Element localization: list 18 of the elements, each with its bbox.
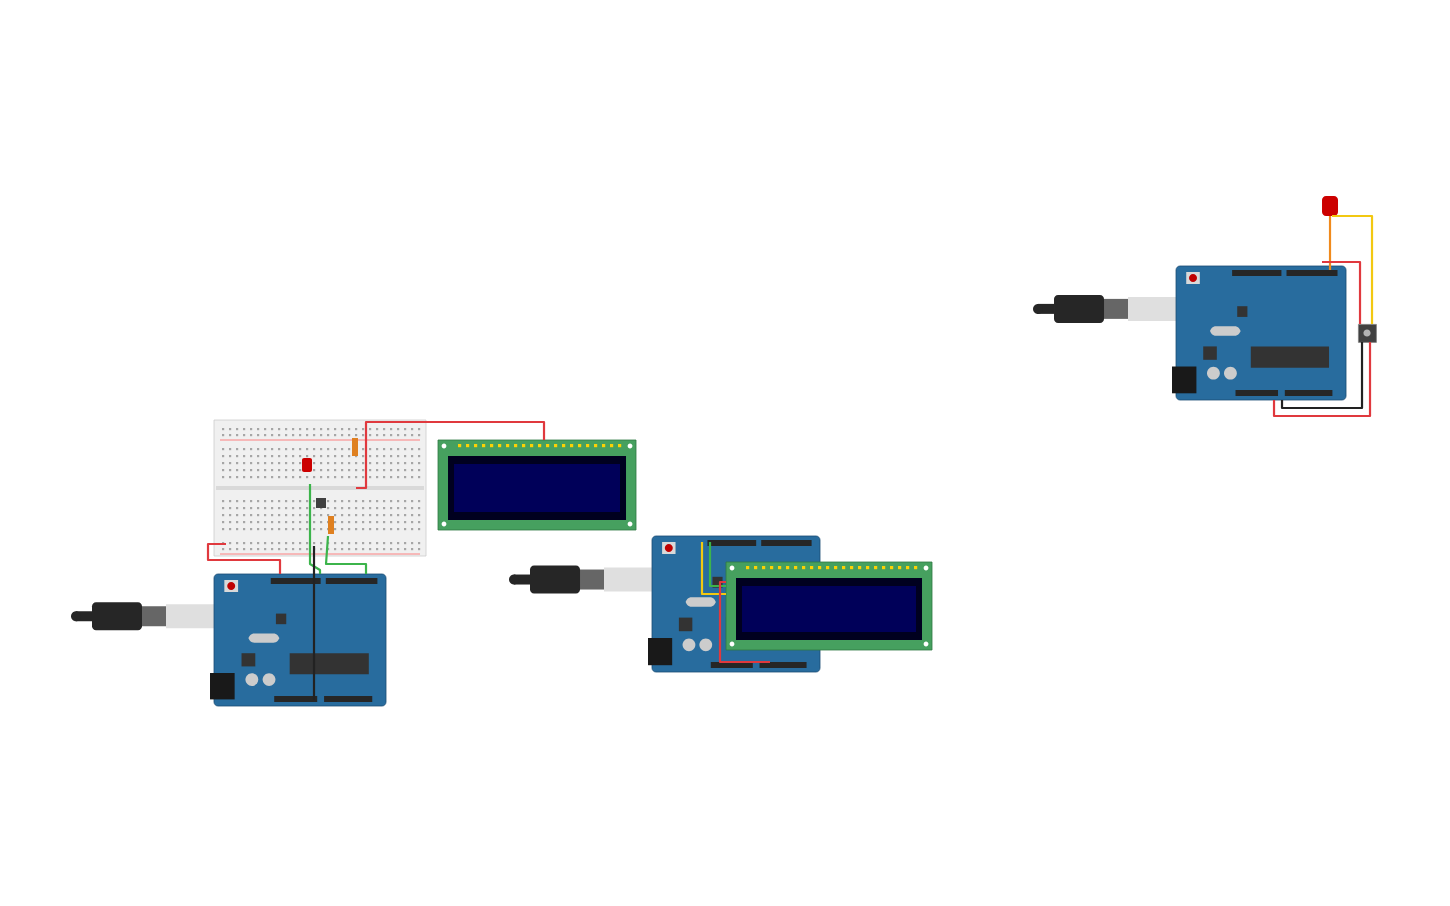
wire bbox=[308, 484, 322, 574]
wire bbox=[1328, 216, 1332, 270]
lcd-display-drawing bbox=[725, 561, 933, 651]
breadboard-drawing bbox=[213, 419, 427, 557]
wire bbox=[1322, 260, 1362, 324]
wire bbox=[356, 420, 546, 490]
led-drawing bbox=[1322, 196, 1338, 216]
microcontroller-board-drawing bbox=[210, 573, 387, 707]
wire bbox=[718, 580, 770, 664]
push-button-drawing bbox=[1358, 324, 1377, 343]
wire bbox=[324, 535, 368, 574]
wire bbox=[206, 542, 282, 574]
wire bbox=[708, 542, 726, 588]
wire bbox=[1332, 214, 1374, 324]
wire bbox=[312, 546, 316, 700]
lcd-display-drawing bbox=[437, 439, 637, 531]
wire bbox=[700, 542, 726, 596]
microcontroller-board-drawing bbox=[1172, 265, 1347, 401]
